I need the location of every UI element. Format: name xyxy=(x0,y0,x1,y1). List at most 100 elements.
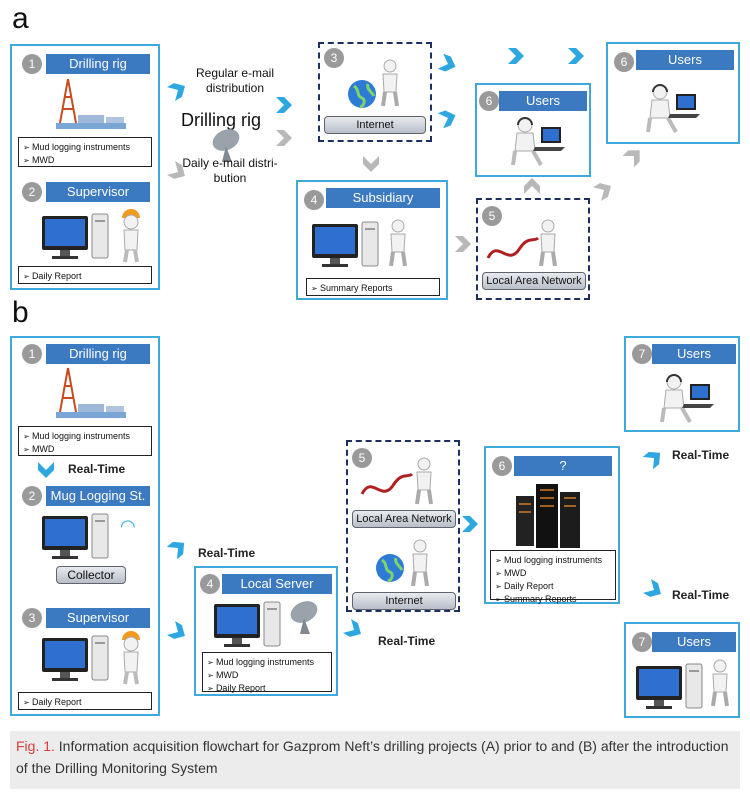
a-subsidiary-number: 4 xyxy=(304,190,324,210)
list-item: MWD xyxy=(495,567,611,580)
center-drilling-rig-label: Drilling rig xyxy=(180,110,261,130)
arrow-icon xyxy=(462,516,478,532)
satellite-dish-icon xyxy=(287,597,321,634)
a-drilling-rig-number: 1 xyxy=(22,54,42,74)
regular-email-label: Regular e-mail distribution xyxy=(195,66,275,95)
person-icon xyxy=(415,456,433,506)
b-supervisor-title: Supervisor xyxy=(46,608,150,628)
a-drilling-rig-items: Mud logging instruments MWD xyxy=(18,137,152,167)
b-local-server-title: Local Server xyxy=(222,574,332,594)
b-server-items: Mud logging instruments MWD Daily Report… xyxy=(490,550,616,604)
b-lan-label: Local Area Network xyxy=(352,510,456,528)
worker-icon xyxy=(120,629,142,686)
figure-label: Fig. 1. xyxy=(16,738,55,754)
b-users-bottom-number: 7 xyxy=(632,632,652,652)
a-users-mid-number: 6 xyxy=(479,91,499,111)
figure-caption: Fig. 1. Information acquisition flowchar… xyxy=(10,731,740,789)
wifi-icon: ◠ xyxy=(120,516,136,536)
a-supervisor-number: 2 xyxy=(22,182,42,202)
server-rack-icon xyxy=(515,483,581,549)
b-drilling-rig-items: Mud logging instruments MWD xyxy=(18,426,152,456)
b-network-box: 5 Local Area Network Internet xyxy=(346,440,460,612)
arrow-icon xyxy=(38,462,54,478)
drilling-rig-icon xyxy=(55,78,127,130)
a-subsidiary-items: Summary Reports xyxy=(306,278,440,296)
person-icon xyxy=(381,58,399,108)
arrow-icon xyxy=(455,236,471,252)
a-subsidiary-title: Subsidiary xyxy=(326,188,440,208)
list-item: Mud logging instruments xyxy=(495,554,611,567)
b-drilling-rig-number: 1 xyxy=(22,344,42,364)
list-item: Daily Report xyxy=(495,580,611,593)
list-item: Mud logging instruments xyxy=(23,430,147,443)
b-collector-label: Collector xyxy=(56,566,126,584)
computer-icon xyxy=(41,513,109,560)
person-icon xyxy=(411,538,429,588)
arrow-icon xyxy=(568,48,584,64)
list-item: Daily Report xyxy=(23,270,147,283)
computer-icon xyxy=(41,213,109,260)
network-cable-icon xyxy=(360,472,414,496)
arrow-icon xyxy=(622,144,646,168)
arrow-icon xyxy=(276,97,292,113)
laptop-user-icon xyxy=(646,83,702,134)
computer-icon xyxy=(41,635,109,682)
daily-email-label: Daily e-mail distri-bution xyxy=(182,156,278,185)
b-mug-number: 2 xyxy=(22,486,42,506)
a-internet-label: Internet xyxy=(324,116,426,134)
b-users-top-panel: 7 Users xyxy=(624,336,740,432)
b-supervisor-number: 3 xyxy=(22,608,42,628)
arrow-icon xyxy=(642,446,666,470)
person-icon xyxy=(389,218,407,268)
b-realtime-label-5: Real-Time xyxy=(672,588,730,602)
arrow-icon xyxy=(508,48,524,64)
a-users-top-title: Users xyxy=(636,50,734,70)
globe-icon xyxy=(346,78,378,110)
list-item: Daily Report xyxy=(23,696,147,709)
a-internet-box: 3 Internet xyxy=(318,42,432,142)
a-drilling-rig-title: Drilling rig xyxy=(46,54,150,74)
b-drilling-rig-title: Drilling rig xyxy=(46,344,150,364)
laptop-user-icon xyxy=(660,373,716,424)
arrow-icon xyxy=(363,156,379,172)
arrow-icon xyxy=(437,107,459,129)
arrow-icon xyxy=(167,161,189,183)
a-lan-box: 5 Local Area Network xyxy=(476,198,590,300)
list-item: Daily Report xyxy=(207,682,327,695)
b-server-panel: 6 ? Mud logging instruments MWD Daily Re… xyxy=(484,446,620,604)
b-users-top-number: 7 xyxy=(632,344,652,364)
arrow-icon xyxy=(643,579,665,601)
arrow-icon xyxy=(593,179,615,201)
computer-icon xyxy=(635,663,703,710)
a-supervisor-title: Supervisor xyxy=(46,182,150,202)
b-internet-label: Internet xyxy=(352,592,456,610)
arrow-icon xyxy=(167,621,189,643)
b-network-number: 5 xyxy=(352,448,372,468)
worker-icon xyxy=(120,207,142,264)
list-item: Summary Reports xyxy=(495,593,611,606)
globe-icon xyxy=(374,552,406,584)
b-realtime-label-2: Real-Time xyxy=(198,546,256,560)
a-lan-number: 5 xyxy=(482,206,502,226)
list-item: Mud logging instruments xyxy=(23,141,147,154)
caption-text: Information acquisition flowchart for Ga… xyxy=(16,738,729,776)
arrow-icon xyxy=(276,130,292,146)
arrow-icon xyxy=(437,53,459,75)
list-item: MWD xyxy=(23,154,147,167)
a-users-top-number: 6 xyxy=(614,52,634,72)
list-item: MWD xyxy=(207,669,327,682)
b-local-server-number: 4 xyxy=(200,574,220,594)
a-users-mid-title: Users xyxy=(499,91,587,111)
b-realtime-label-3: Real-Time xyxy=(378,634,436,648)
list-item: MWD xyxy=(23,443,147,456)
b-users-bottom-panel: 7 Users xyxy=(624,622,740,718)
b-server-number: 6 xyxy=(492,456,512,476)
arrow-icon xyxy=(343,619,365,641)
person-icon xyxy=(711,658,729,708)
drilling-rig-icon xyxy=(55,367,127,419)
a-lan-label: Local Area Network xyxy=(482,272,586,290)
a-internet-number: 3 xyxy=(324,48,344,68)
a-users-top-panel: 6 Users xyxy=(606,42,740,144)
a-source-panel: 1 Drilling rig Mud logging instruments M… xyxy=(10,44,160,290)
section-b-label: b xyxy=(12,296,29,329)
